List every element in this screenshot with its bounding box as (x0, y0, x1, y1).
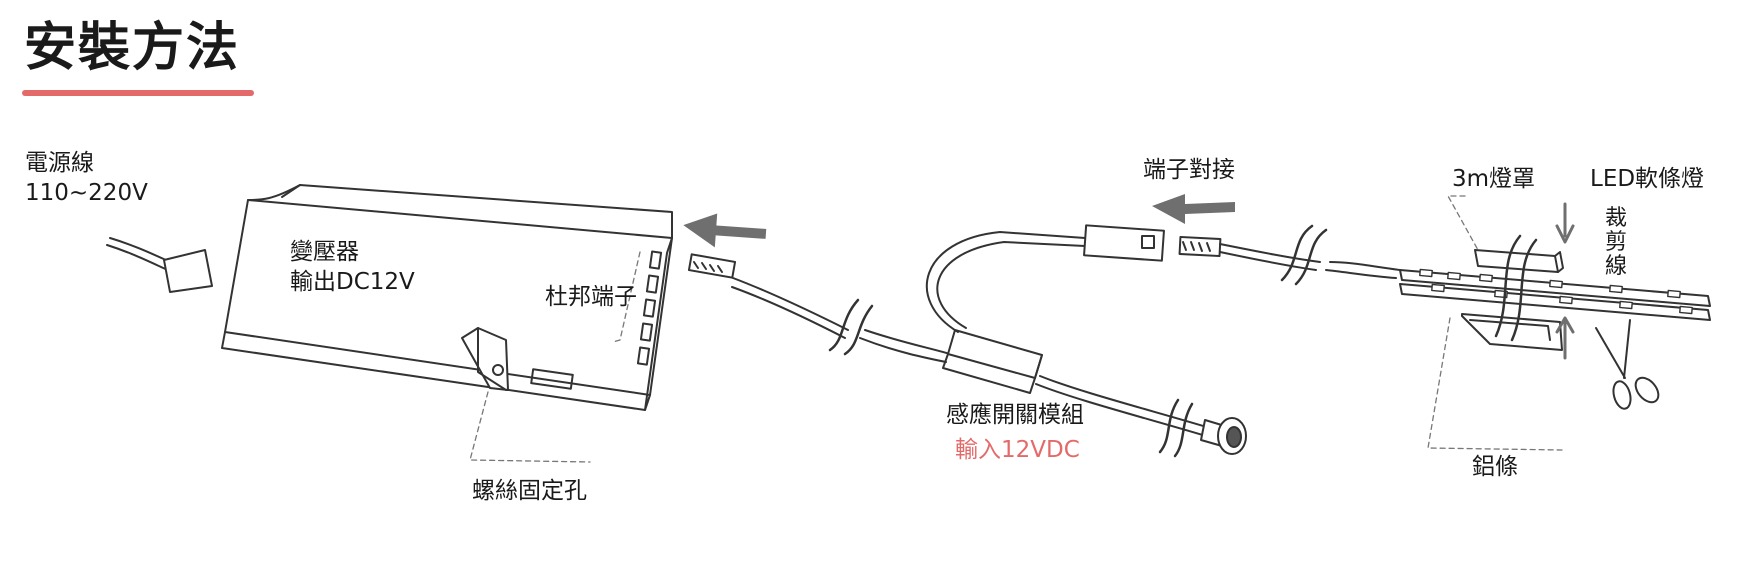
led-strip (1399, 268, 1711, 321)
dupont-label: 杜邦端子 (545, 284, 637, 310)
arrow-up-icon (1555, 316, 1575, 360)
cut-label: 裁剪線 (1604, 206, 1627, 279)
connect-label: 端子對接 (1143, 157, 1235, 183)
input-label: 輸入12VDC (955, 437, 1080, 463)
arrow-down-icon (1555, 202, 1575, 244)
title-underline (22, 90, 254, 96)
diffuser-cover (1474, 249, 1564, 273)
cover-label: 3m燈罩 (1452, 166, 1536, 192)
aluminum-channel (1461, 313, 1563, 351)
male-connector (1178, 235, 1321, 271)
sensor-module (942, 329, 1043, 394)
transformer-box (221, 184, 673, 411)
scissors-icon (1595, 319, 1660, 410)
power-cord (106, 237, 213, 293)
screw-hole-label: 螺絲固定孔 (472, 478, 587, 504)
dupont-connector (687, 253, 849, 339)
output-label: 輸出DC12V (290, 269, 415, 295)
sensor-module-label: 感應開關模組 (946, 402, 1084, 428)
arrow-left-icon (683, 213, 767, 248)
power-cord-label: 電源線 (25, 150, 94, 176)
transformer-label: 變壓器 (290, 239, 359, 265)
led-strip-label: LED軟條燈 (1590, 166, 1705, 192)
aluminum-label: 鋁條 (1472, 454, 1518, 480)
sensor-probe (1200, 417, 1247, 455)
arrow-left-icon (1152, 194, 1235, 224)
voltage-label: 110~220V (25, 180, 148, 206)
page-title: 安裝方法 (24, 18, 241, 78)
leader-lines (469, 195, 1563, 463)
female-connector (1083, 224, 1165, 262)
